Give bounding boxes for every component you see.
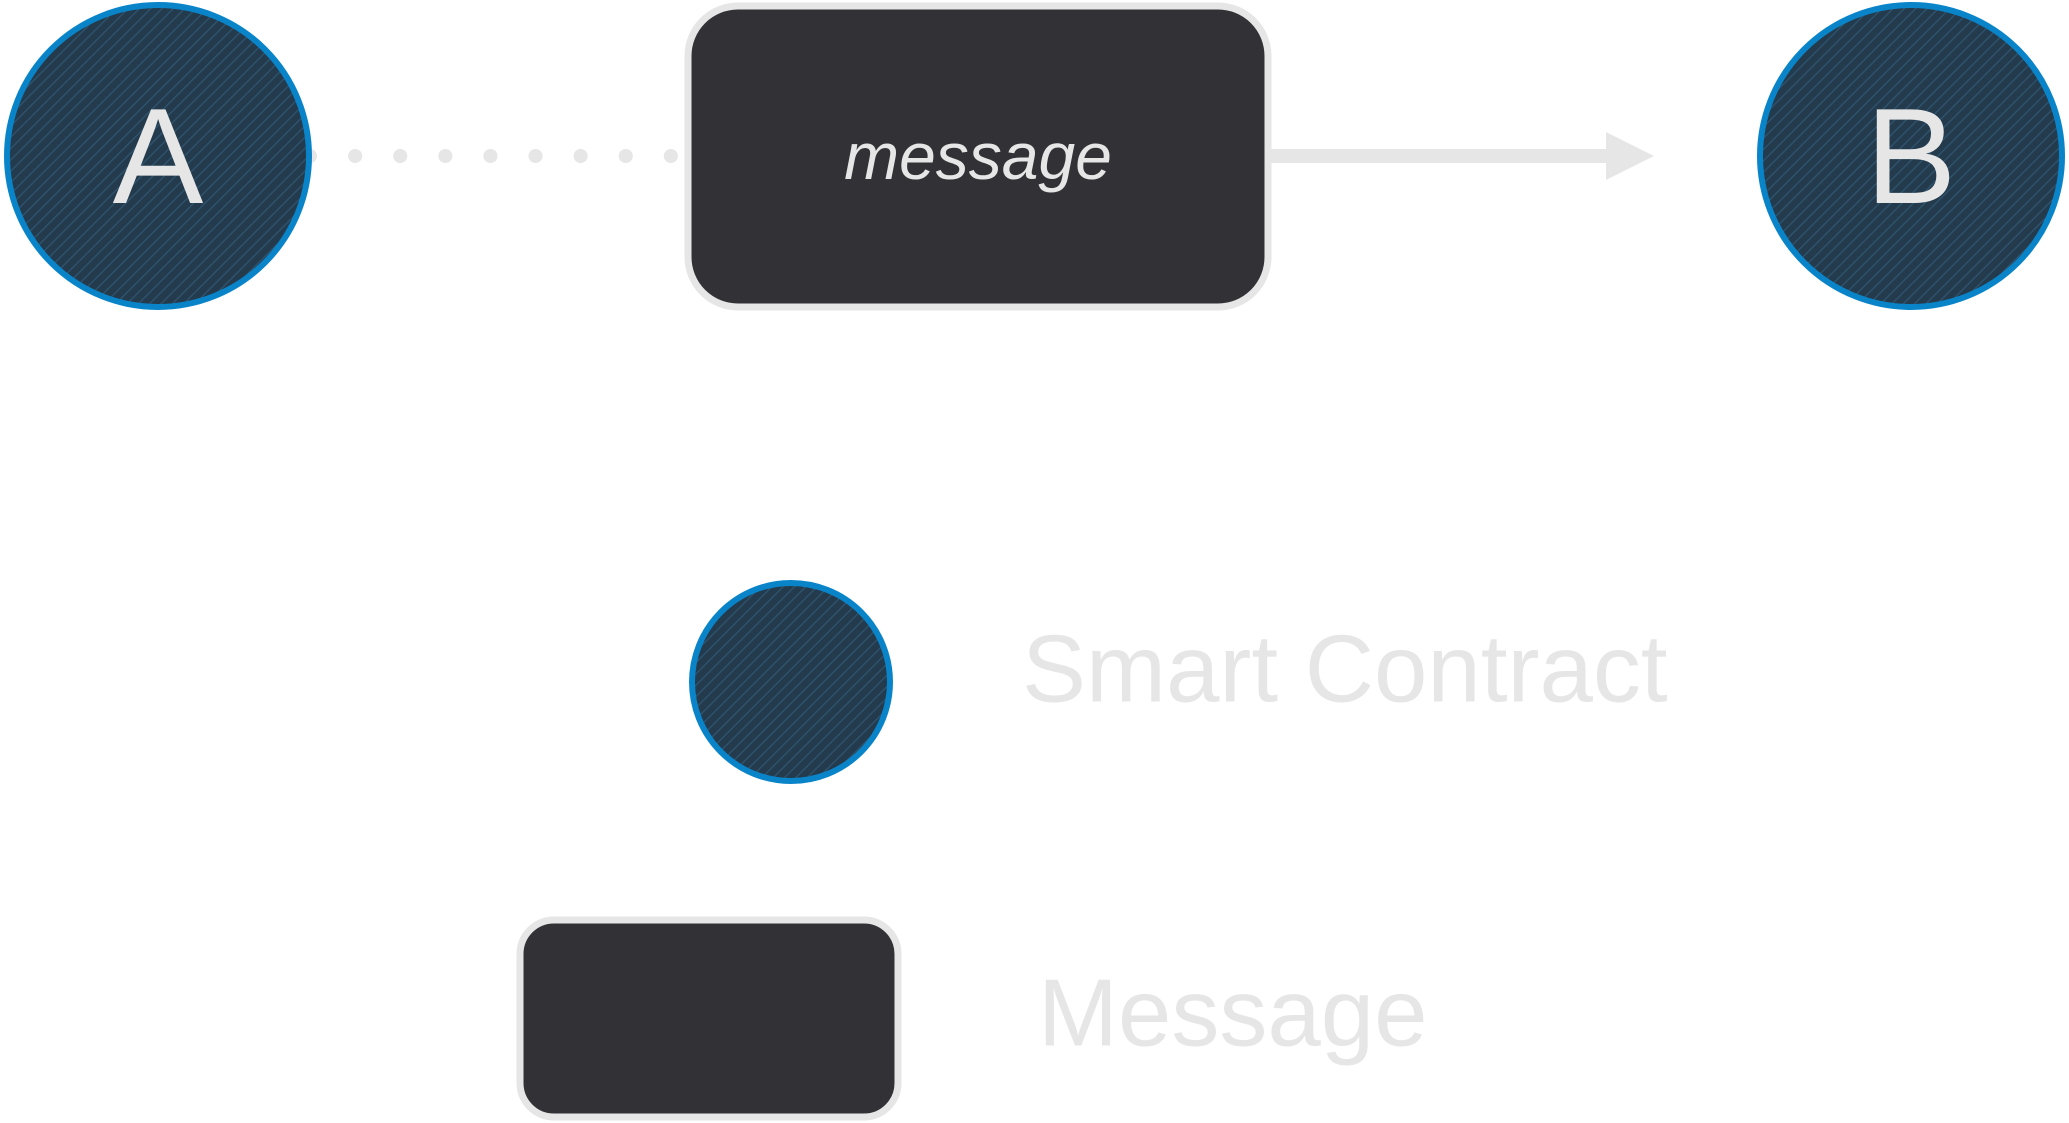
legend-message-icon (516, 916, 902, 1121)
legend-message: Message (516, 916, 1428, 1121)
legend-smart-contract: Smart Contract (689, 580, 1668, 784)
node-b-circle (1757, 2, 2065, 310)
legend-message-label: Message (1038, 960, 1428, 1067)
legend-smart-contract-label: Smart Contract (1022, 616, 1668, 723)
message-box: message (684, 2, 1272, 311)
node-a: A (4, 2, 312, 310)
node-b-label: B (1866, 80, 1957, 232)
node-a-circle (4, 2, 312, 310)
legend-smart-contract-icon (689, 580, 893, 784)
node-a-label: A (113, 80, 204, 232)
message-box-shape (684, 2, 1272, 311)
node-b: B (1757, 2, 2065, 310)
arrow-head (1606, 132, 1654, 180)
message-label: message (844, 119, 1112, 193)
